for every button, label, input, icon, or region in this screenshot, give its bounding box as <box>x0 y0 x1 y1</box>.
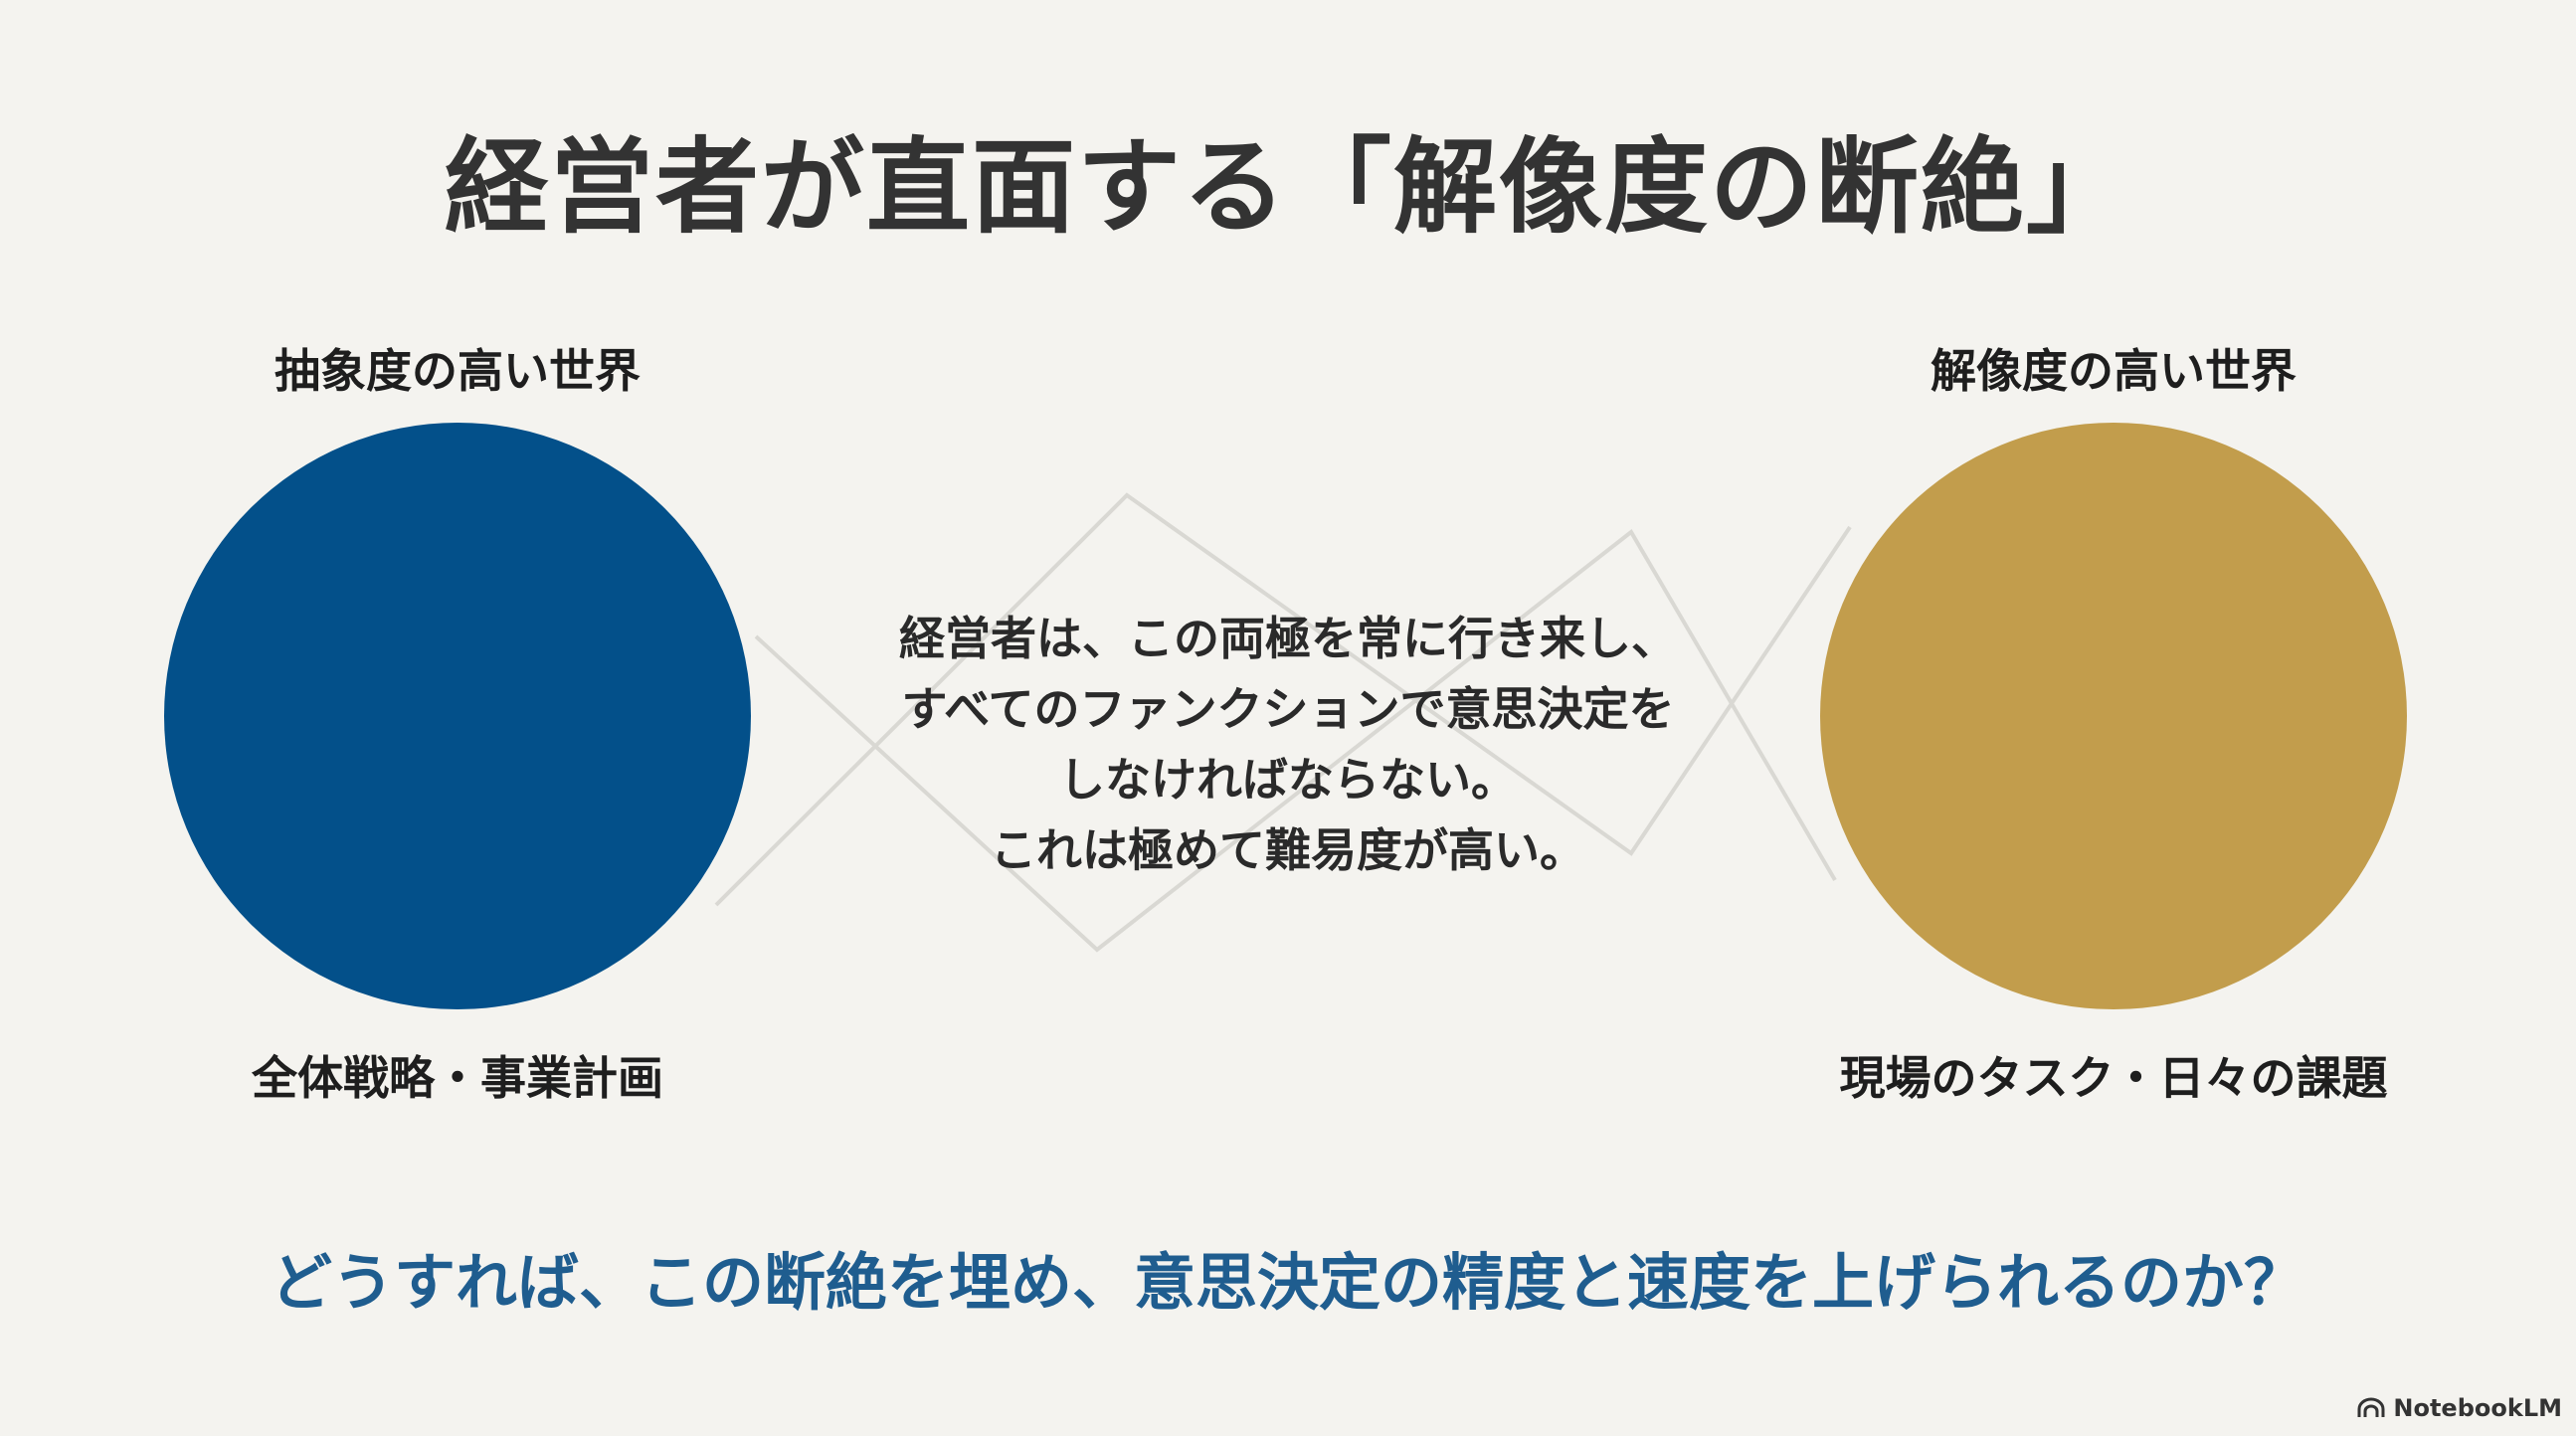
abstract-world-circle <box>164 423 751 1009</box>
center-message: 経営者は、この両極を常に行き来し、 すべてのファンクションで意思決定を しなけれ… <box>791 604 1785 886</box>
notebooklm-logo-icon <box>2357 1397 2385 1417</box>
key-question: どうすれば、この断絶を埋め、意思決定の精度と速度を上げられるのか？ <box>270 1246 2305 1319</box>
brand-watermark: NotebookLM <box>2357 1394 2562 1422</box>
center-message-line: 経営者は、この両極を常に行き来し、 <box>899 612 1677 665</box>
brand-label: NotebookLM <box>2393 1394 2562 1422</box>
connector-line-outer <box>714 492 1852 907</box>
center-message-line: しなければならない。 <box>1059 753 1517 807</box>
detailed-world-circle <box>1820 423 2407 1009</box>
left-world-caption: 全体戦略・事業計画 <box>252 1051 663 1105</box>
right-world-heading: 解像度の高い世界 <box>1931 344 2297 398</box>
center-message-line: これは極めて難易度が高い。 <box>991 823 1585 877</box>
page-title: 経営者が直面する「解像度の断絶」 <box>444 126 2131 248</box>
right-world-caption: 現場のタスク・日々の課題 <box>1839 1051 2388 1105</box>
connector-line-inner <box>754 529 1837 953</box>
center-message-line: すべてのファンクションで意思決定を <box>901 682 1675 736</box>
left-world-heading: 抽象度の高い世界 <box>275 344 641 398</box>
